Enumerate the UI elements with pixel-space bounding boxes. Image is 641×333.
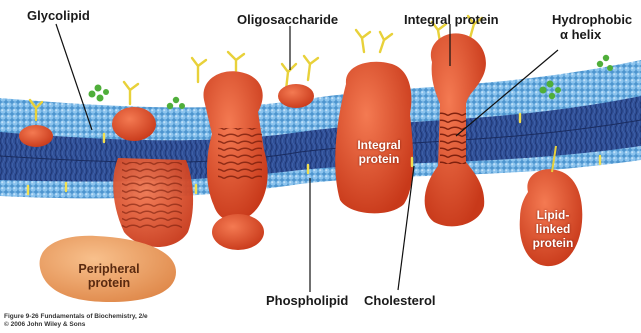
lipid-linked-line1: Lipid- bbox=[524, 208, 582, 222]
label-glycolipid: Glycolipid bbox=[27, 8, 90, 23]
label-integral-protein-top: Integral protein bbox=[404, 12, 499, 27]
label-alpha-helix: α helix bbox=[560, 27, 601, 42]
surface-protein-small bbox=[278, 84, 314, 108]
label-oligosaccharide: Oligosaccharide bbox=[237, 12, 338, 27]
label-integral-protein-inside: Integral protein bbox=[350, 138, 408, 166]
label-cholesterol: Cholesterol bbox=[364, 293, 436, 308]
glycolipid-blob bbox=[19, 125, 53, 147]
label-peripheral-protein: Peripheral protein bbox=[68, 262, 150, 290]
peripheral-line1: Peripheral bbox=[68, 262, 150, 276]
integral-inside-line2: protein bbox=[350, 152, 408, 166]
label-hydrophobic: Hydrophobic bbox=[552, 12, 632, 27]
label-lipid-linked-protein: Lipid- linked protein bbox=[524, 208, 582, 250]
protein-2-lower-lobe bbox=[212, 214, 264, 250]
protein-1-helices bbox=[122, 162, 182, 230]
small-surface-protein bbox=[112, 107, 156, 141]
alpha-helix-coils bbox=[440, 110, 466, 164]
lipid-linked-line2: linked bbox=[524, 222, 582, 236]
figure-credit-line2: © 2006 John Wiley & Sons bbox=[4, 321, 85, 328]
lipid-linked-line3: protein bbox=[524, 236, 582, 250]
protein-2-helices bbox=[218, 128, 262, 180]
peripheral-line2: protein bbox=[68, 276, 150, 290]
label-phospholipid: Phospholipid bbox=[266, 293, 348, 308]
figure-credit-line1: Figure 9-26 Fundamentals of Biochemistry… bbox=[4, 313, 148, 320]
integral-inside-line1: Integral bbox=[350, 138, 408, 152]
